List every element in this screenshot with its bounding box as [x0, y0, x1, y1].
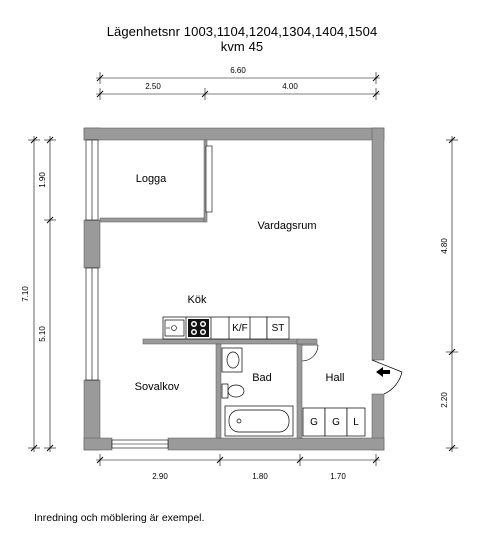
dim-top-total: 6.60 [230, 66, 246, 75]
dim-bottom-2: 1.80 [252, 472, 268, 481]
wardrobe-1-label: G [310, 417, 318, 428]
room-label-vardagsrum: Vardagsrum [257, 220, 316, 232]
windows [85, 139, 213, 449]
room-label-logga: Logga [136, 173, 167, 185]
walls [83, 127, 385, 451]
entrance-door [371, 359, 403, 395]
room-label-sovalkov: Sovalkov [135, 381, 180, 393]
linen-cupboard-label: L [353, 417, 359, 428]
dim-top-left: 2.50 [145, 82, 161, 91]
dim-right-lower: 2.20 [440, 392, 449, 408]
room-label-hall: Hall [326, 372, 345, 384]
storage-label: ST [272, 323, 285, 334]
bathroom-door [301, 344, 319, 362]
entrance-arrow-icon [376, 367, 390, 377]
dim-left-total: 7.10 [21, 286, 30, 302]
room-label-bad: Bad [252, 372, 272, 384]
bathroom-fixtures [221, 347, 294, 437]
apartment-numbers-title: Lägenhetsnr 1003,1104,1204,1304,1404,150… [106, 24, 378, 39]
area-title: kvm 45 [220, 39, 264, 54]
room-label-kok: Kök [188, 294, 207, 306]
dim-bottom-1: 2.90 [152, 472, 168, 481]
wardrobes [302, 407, 366, 437]
stove-icon [188, 319, 209, 337]
sink-icon [164, 319, 185, 337]
wardrobe-2-label: G [332, 417, 340, 428]
dim-left-lower: 5.10 [38, 326, 47, 342]
dim-left-upper: 1.90 [38, 172, 47, 188]
dim-top-right: 4.00 [282, 82, 298, 91]
fridge-freezer-label: K/F [232, 323, 248, 334]
dim-bottom-3: 1.70 [330, 472, 346, 481]
furnishing-disclaimer: Inredning och möblering är exempel. [34, 512, 205, 524]
dimension-ticks [30, 74, 456, 464]
dim-right-upper: 4.80 [440, 238, 449, 254]
